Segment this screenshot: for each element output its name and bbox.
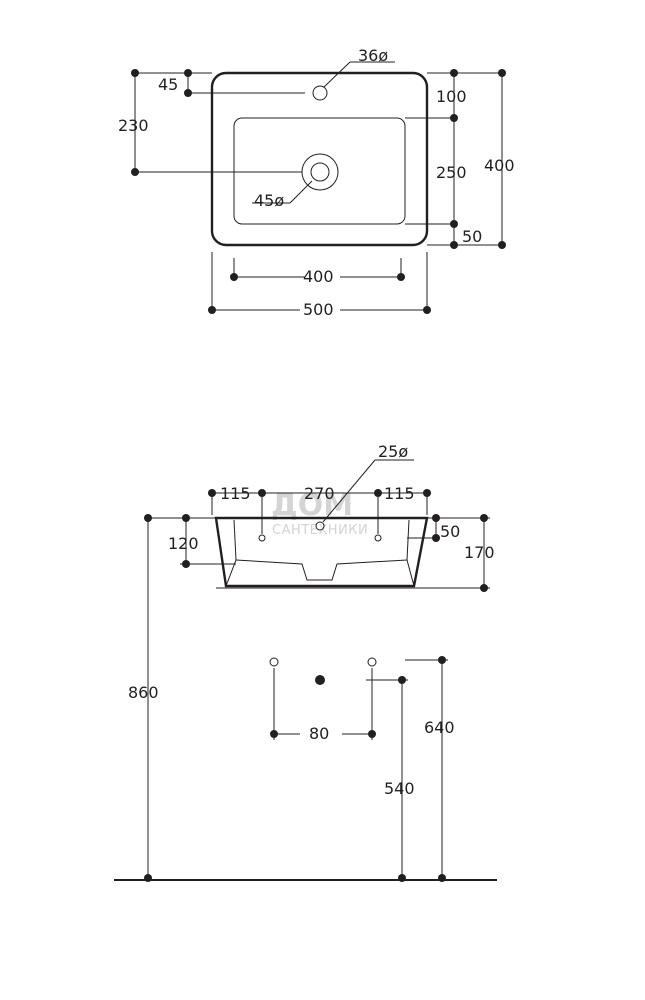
top-view: 45 230 36ø 45ø 400 100 250 50 <box>118 46 515 319</box>
dim-100: 100 <box>436 87 467 106</box>
dim-115-left: 115 <box>220 484 251 503</box>
dim-400-width: 400 <box>303 267 334 286</box>
dim-170: 170 <box>464 543 495 562</box>
dim-120: 120 <box>168 534 199 553</box>
dim-250: 250 <box>436 163 467 182</box>
dim-50-top: 50 <box>462 227 482 246</box>
basin-outline <box>210 71 429 247</box>
dim-50-side: 50 <box>440 522 460 541</box>
dim-640: 640 <box>424 718 455 737</box>
dim-45-diameter: 45ø <box>254 191 284 210</box>
dim-230: 230 <box>118 116 149 135</box>
dim-80: 80 <box>309 724 329 743</box>
dim-400-height: 400 <box>484 156 515 175</box>
side-view: 115 270 115 25ø 120 860 50 170 <box>114 442 497 882</box>
dim-860: 860 <box>128 683 159 702</box>
dim-115-right: 115 <box>384 484 415 503</box>
dim-500-width: 500 <box>303 300 334 319</box>
dim-25-diameter: 25ø <box>378 442 408 461</box>
dim-36-diameter: 36ø <box>358 46 388 65</box>
watermark-subtitle: САНТЕХНИКИ <box>272 523 368 538</box>
tap-hole <box>312 85 328 101</box>
drain-outer <box>301 153 339 191</box>
drain-inner <box>310 162 330 182</box>
dim-45: 45 <box>158 75 178 94</box>
basin-bowl <box>233 117 406 225</box>
dim-540: 540 <box>384 779 415 798</box>
dim-270: 270 <box>304 484 335 503</box>
